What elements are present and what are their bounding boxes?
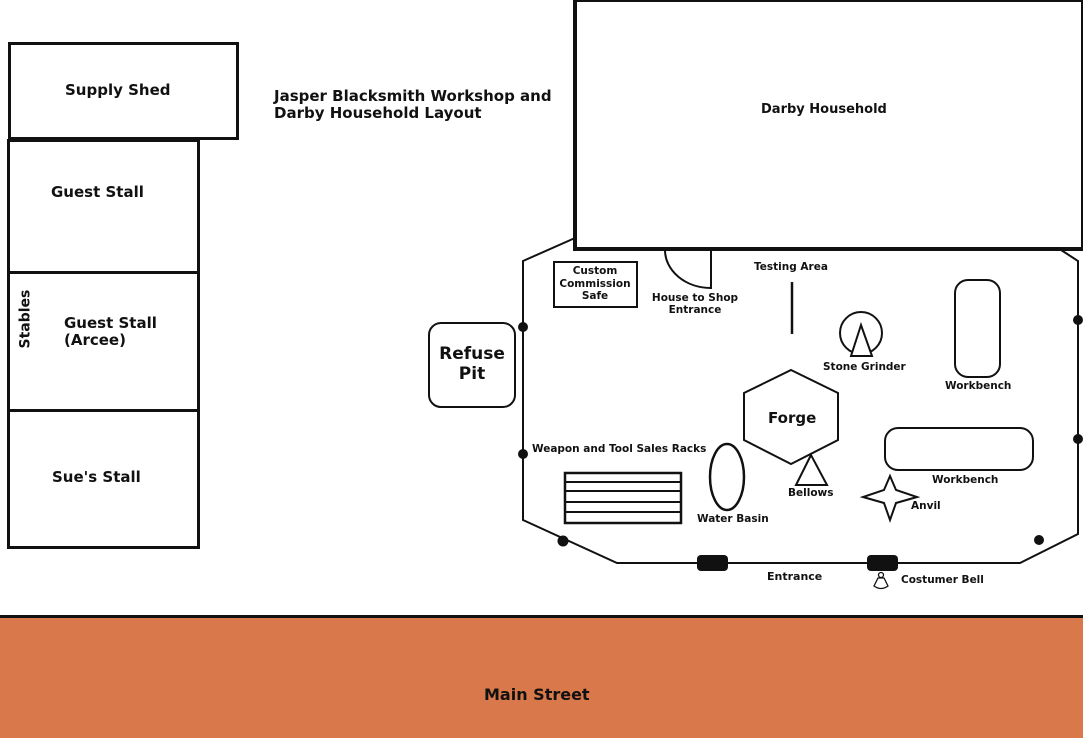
customer-bell-label: Costumer Bell <box>901 574 984 586</box>
door-swing-icon <box>664 249 712 290</box>
stall-guest-1-label: Guest Stall <box>51 183 144 201</box>
workbench-1-label: Workbench <box>945 380 1012 392</box>
forge-icon <box>743 368 839 466</box>
sales-racks-label: Weapon and Tool Sales Racks <box>532 443 707 455</box>
testing-area-label: Testing Area <box>754 261 828 273</box>
main-street: Main Street <box>0 615 1083 738</box>
workbench-vertical <box>954 279 1001 378</box>
stall-guest-1[interactable]: Guest Stall <box>7 139 200 274</box>
entrance-door-right[interactable] <box>867 555 898 571</box>
refuse-pit-line-1: Refuse <box>439 344 505 364</box>
commission-safe-label: Custom Commission Safe <box>555 265 635 303</box>
stall-sue[interactable]: Sue's Stall <box>7 409 200 549</box>
house-to-shop-entrance-label[interactable]: House to Shop Entrance <box>645 292 745 316</box>
workbench-horizontal <box>884 427 1034 471</box>
wall-post <box>518 449 528 459</box>
water-basin-label: Water Basin <box>697 513 769 525</box>
main-street-label: Main Street <box>484 685 590 704</box>
sales-racks-icon <box>563 471 683 525</box>
stall-guest-arcee-label: Guest Stall (Arcee) <box>64 314 157 350</box>
bell-icon <box>873 571 889 590</box>
forge-label: Forge <box>768 409 817 427</box>
bellows-label: Bellows <box>788 487 834 499</box>
stall-occupant: (Arcee) <box>64 331 126 350</box>
anvil-icon <box>859 473 921 524</box>
house-entrance-line-1: House to Shop <box>651 292 739 304</box>
title-line-1: Jasper Blacksmith Workshop and <box>274 87 552 105</box>
stone-grinder-icon <box>839 311 883 357</box>
darby-household-label: Darby Household <box>761 102 887 117</box>
entrance-label: Entrance <box>767 570 823 583</box>
safe-line-1: Custom <box>572 265 618 277</box>
stone-grinder-label: Stone Grinder <box>823 361 906 373</box>
refuse-pit-line-2: Pit <box>458 363 486 384</box>
safe-line-2: Commission <box>559 277 631 290</box>
title-line-2: Darby Household Layout <box>274 104 482 123</box>
wall-post <box>1034 535 1044 545</box>
water-basin-icon <box>708 442 746 512</box>
wall-post <box>557 535 569 547</box>
wall-post <box>1073 434 1083 444</box>
stables-label: Stables <box>17 289 34 349</box>
refuse-pit[interactable]: Refuse Pit <box>428 322 516 408</box>
stall-name: Guest Stall <box>64 314 157 332</box>
anvil-label: Anvil <box>911 500 941 512</box>
stall-guest-arcee[interactable]: Guest Stall (Arcee) Stables <box>7 271 200 412</box>
wall-post <box>1073 315 1083 325</box>
workshop-wall <box>522 237 1079 564</box>
stall-sue-label: Sue's Stall <box>52 468 141 486</box>
safe-line-3: Safe <box>581 290 609 303</box>
supply-shed-label: Supply Shed <box>65 81 171 99</box>
diagram-title: Jasper Blacksmith Workshop and Darby Hou… <box>274 87 552 123</box>
refuse-pit-label: Refuse Pit <box>430 344 514 384</box>
wall-post <box>518 322 528 332</box>
supply-shed[interactable]: Supply Shed <box>8 42 239 140</box>
bellows-icon <box>794 452 829 486</box>
darby-household[interactable]: Darby Household <box>573 0 1083 251</box>
house-entrance-line-2: Entrance <box>668 304 722 317</box>
entrance-door-left[interactable] <box>697 555 728 571</box>
workbench-2-label: Workbench <box>932 474 999 486</box>
commission-safe[interactable]: Custom Commission Safe <box>553 261 638 308</box>
